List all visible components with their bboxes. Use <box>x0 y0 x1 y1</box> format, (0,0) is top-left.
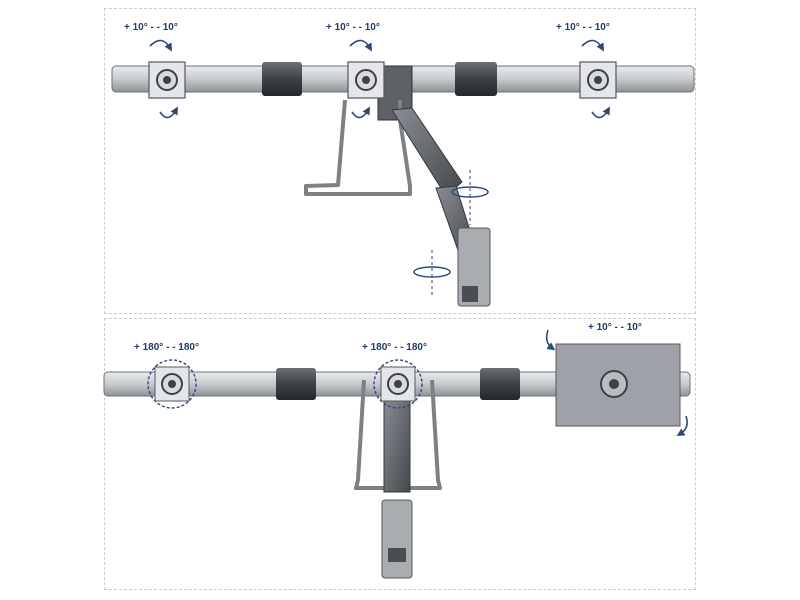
tilt-arrow-right-bottom-icon <box>591 106 610 119</box>
top-vesa-left <box>148 61 186 99</box>
tilt-arrow-panel-bottom-icon <box>676 415 688 437</box>
bottom-arm <box>383 395 411 493</box>
tilt-arrow-left-top-icon <box>149 39 172 52</box>
tilt-arrow-panel-top-icon <box>545 329 556 351</box>
rotation-label-top-left: + 10° - - 10° <box>124 22 178 33</box>
bottom-arm-lower <box>381 499 413 579</box>
bottom-vesa-center <box>373 359 423 409</box>
tilt-arrow-left-bottom-icon <box>159 106 178 119</box>
bottom-wall-cap <box>388 548 406 562</box>
tilt-arrow-right-top-icon <box>581 39 604 52</box>
top-upper-arm <box>391 107 463 197</box>
pivot-rotation-upper-icon <box>451 186 489 198</box>
top-panel-frame <box>104 8 696 314</box>
pivot-rotation-lower-icon <box>413 266 451 278</box>
bottom-panel-frame <box>104 318 696 590</box>
bottom-view <box>103 329 691 579</box>
top-sleeve-left <box>262 62 302 96</box>
top-vesa-right <box>579 61 617 99</box>
top-handle-frame <box>304 99 412 196</box>
tilt-arrow-center-bottom-icon <box>351 106 370 119</box>
bottom-sleeve-left <box>276 368 316 400</box>
rotation-label-bottom-center: + 180° - - 180° <box>362 342 427 353</box>
tilt-arrow-center-top-icon <box>349 39 372 52</box>
top-vesa-center <box>347 61 385 99</box>
rotation-label-bottom-right: + 10° - - 10° <box>588 322 642 333</box>
bottom-vesa-left <box>147 359 197 409</box>
rotation-label-top-right: + 10° - - 10° <box>556 22 610 33</box>
bottom-vesa-right <box>600 370 628 398</box>
bottom-sleeve-right <box>480 368 520 400</box>
rotation-label-bottom-left: + 180° - - 180° <box>134 342 199 353</box>
top-view <box>111 39 695 307</box>
rotation-label-top-center: + 10° - - 10° <box>326 22 380 33</box>
top-sleeve-right <box>455 62 497 96</box>
top-wall-cap <box>462 286 478 302</box>
